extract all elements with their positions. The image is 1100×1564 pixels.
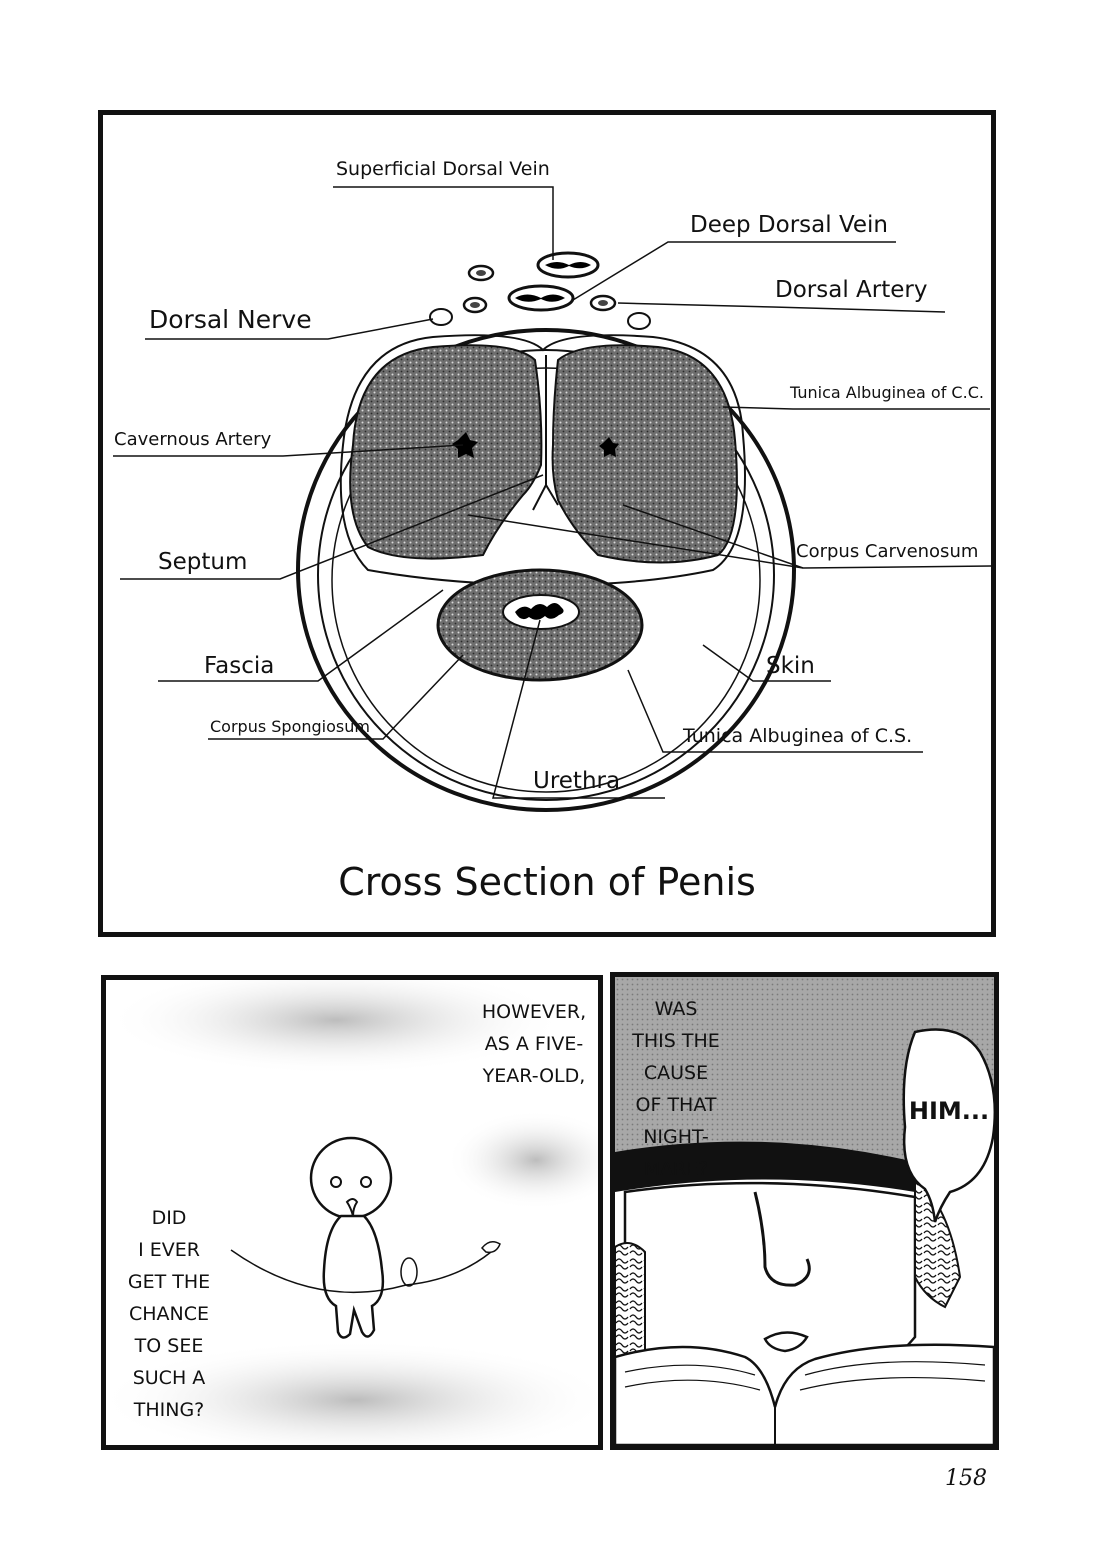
left-corpus-cavernosum	[349, 344, 543, 560]
narration-line: CAUSE	[643, 1062, 709, 1084]
label-dorsal-nerve: Dorsal Nerve	[149, 305, 312, 334]
label-deep-dorsal-vein: Deep Dorsal Vein	[690, 212, 889, 238]
dorsal-nerve-right	[627, 312, 651, 330]
label-septum: Septum	[158, 549, 248, 575]
narration-line: YEAR-OLD,	[482, 1065, 586, 1087]
narration-line: THIS THE	[632, 1030, 720, 1052]
septum-line	[532, 355, 559, 511]
label-tunica-albuginea-cs: Tunica Albuginea of C.S.	[683, 725, 913, 747]
panel-child-reflection: HOWEVER, AS A FIVE- YEAR-OLD, DID I EVER…	[101, 975, 603, 1450]
label-skin: Skin	[766, 653, 815, 679]
label-cavernous-artery: Cavernous Artery	[114, 429, 272, 450]
speech-bubble-shape	[902, 1028, 994, 1223]
narration-line: OF THAT	[635, 1094, 717, 1116]
child-figure	[309, 1136, 393, 1339]
book	[615, 1343, 994, 1445]
narration-line: GET THE	[127, 1271, 211, 1293]
narration-top: HOWEVER, AS A FIVE- YEAR-OLD,	[464, 996, 598, 1092]
narration-line: SUCH A	[132, 1367, 206, 1389]
narration-right: WAS THIS THE CAUSE OF THAT NIGHT- MARE?	[617, 993, 735, 1185]
cross-section-drawing	[113, 186, 991, 812]
narration-line: NIGHT-	[643, 1126, 709, 1148]
tone-cloud-right	[446, 1110, 598, 1210]
right-cavernous-artery	[599, 437, 619, 457]
nose	[753, 1191, 811, 1287]
left-cavernous-artery	[452, 432, 478, 458]
child-scene	[106, 980, 598, 1445]
hair	[615, 977, 994, 1177]
label-dorsal-artery: Dorsal Artery	[775, 277, 928, 303]
leader-lines	[113, 186, 991, 799]
tone-cloud-bottom	[106, 1340, 598, 1445]
diagram-panel: Superficial Dorsal Vein Deep Dorsal Vein…	[98, 110, 996, 937]
label-tunica-albuginea-cc: Tunica Albuginea of C.C.	[790, 383, 984, 402]
narration-line: AS A FIVE-	[484, 1033, 584, 1055]
page-number: 158	[945, 1466, 987, 1491]
mouth	[763, 1331, 809, 1353]
narration-line: I EVER	[138, 1239, 200, 1261]
diagram-title: Cross Section of Penis	[338, 860, 756, 904]
tone-cloud-top	[106, 980, 566, 1075]
narration-line: HOWEVER,	[481, 1001, 587, 1023]
label-corpus-carvenosum: Corpus Carvenosum	[796, 541, 979, 562]
dorsal-nerve-left	[429, 308, 453, 326]
narration-line: TO SEE	[134, 1335, 204, 1357]
narration-line: CHANCE	[128, 1303, 210, 1325]
urethra-lumen	[515, 603, 564, 620]
narration-line: THING?	[133, 1399, 205, 1421]
narration-line: MARE?	[643, 1158, 709, 1180]
speech-bubble-text: HIM...	[908, 1097, 990, 1125]
panel-reading-man: WAS THIS THE CAUSE OF THAT NIGHT- MARE? …	[610, 972, 999, 1450]
tunica-outline	[339, 334, 746, 587]
narration-line: WAS	[654, 998, 698, 1020]
label-superficial-dorsal-vein: Superficial Dorsal Vein	[336, 158, 550, 180]
label-corpus-spongiosum: Corpus Spongiosum	[210, 717, 370, 736]
narration-bottom: DID I EVER GET THE CHANCE TO SEE SUCH A …	[114, 1202, 224, 1426]
label-fascia: Fascia	[204, 653, 275, 679]
fascia-ring	[317, 349, 775, 801]
label-urethra: Urethra	[533, 768, 621, 794]
narration-line: DID	[151, 1207, 187, 1229]
reading-man-scene	[615, 977, 994, 1445]
right-corpus-cavernosum	[551, 344, 738, 564]
